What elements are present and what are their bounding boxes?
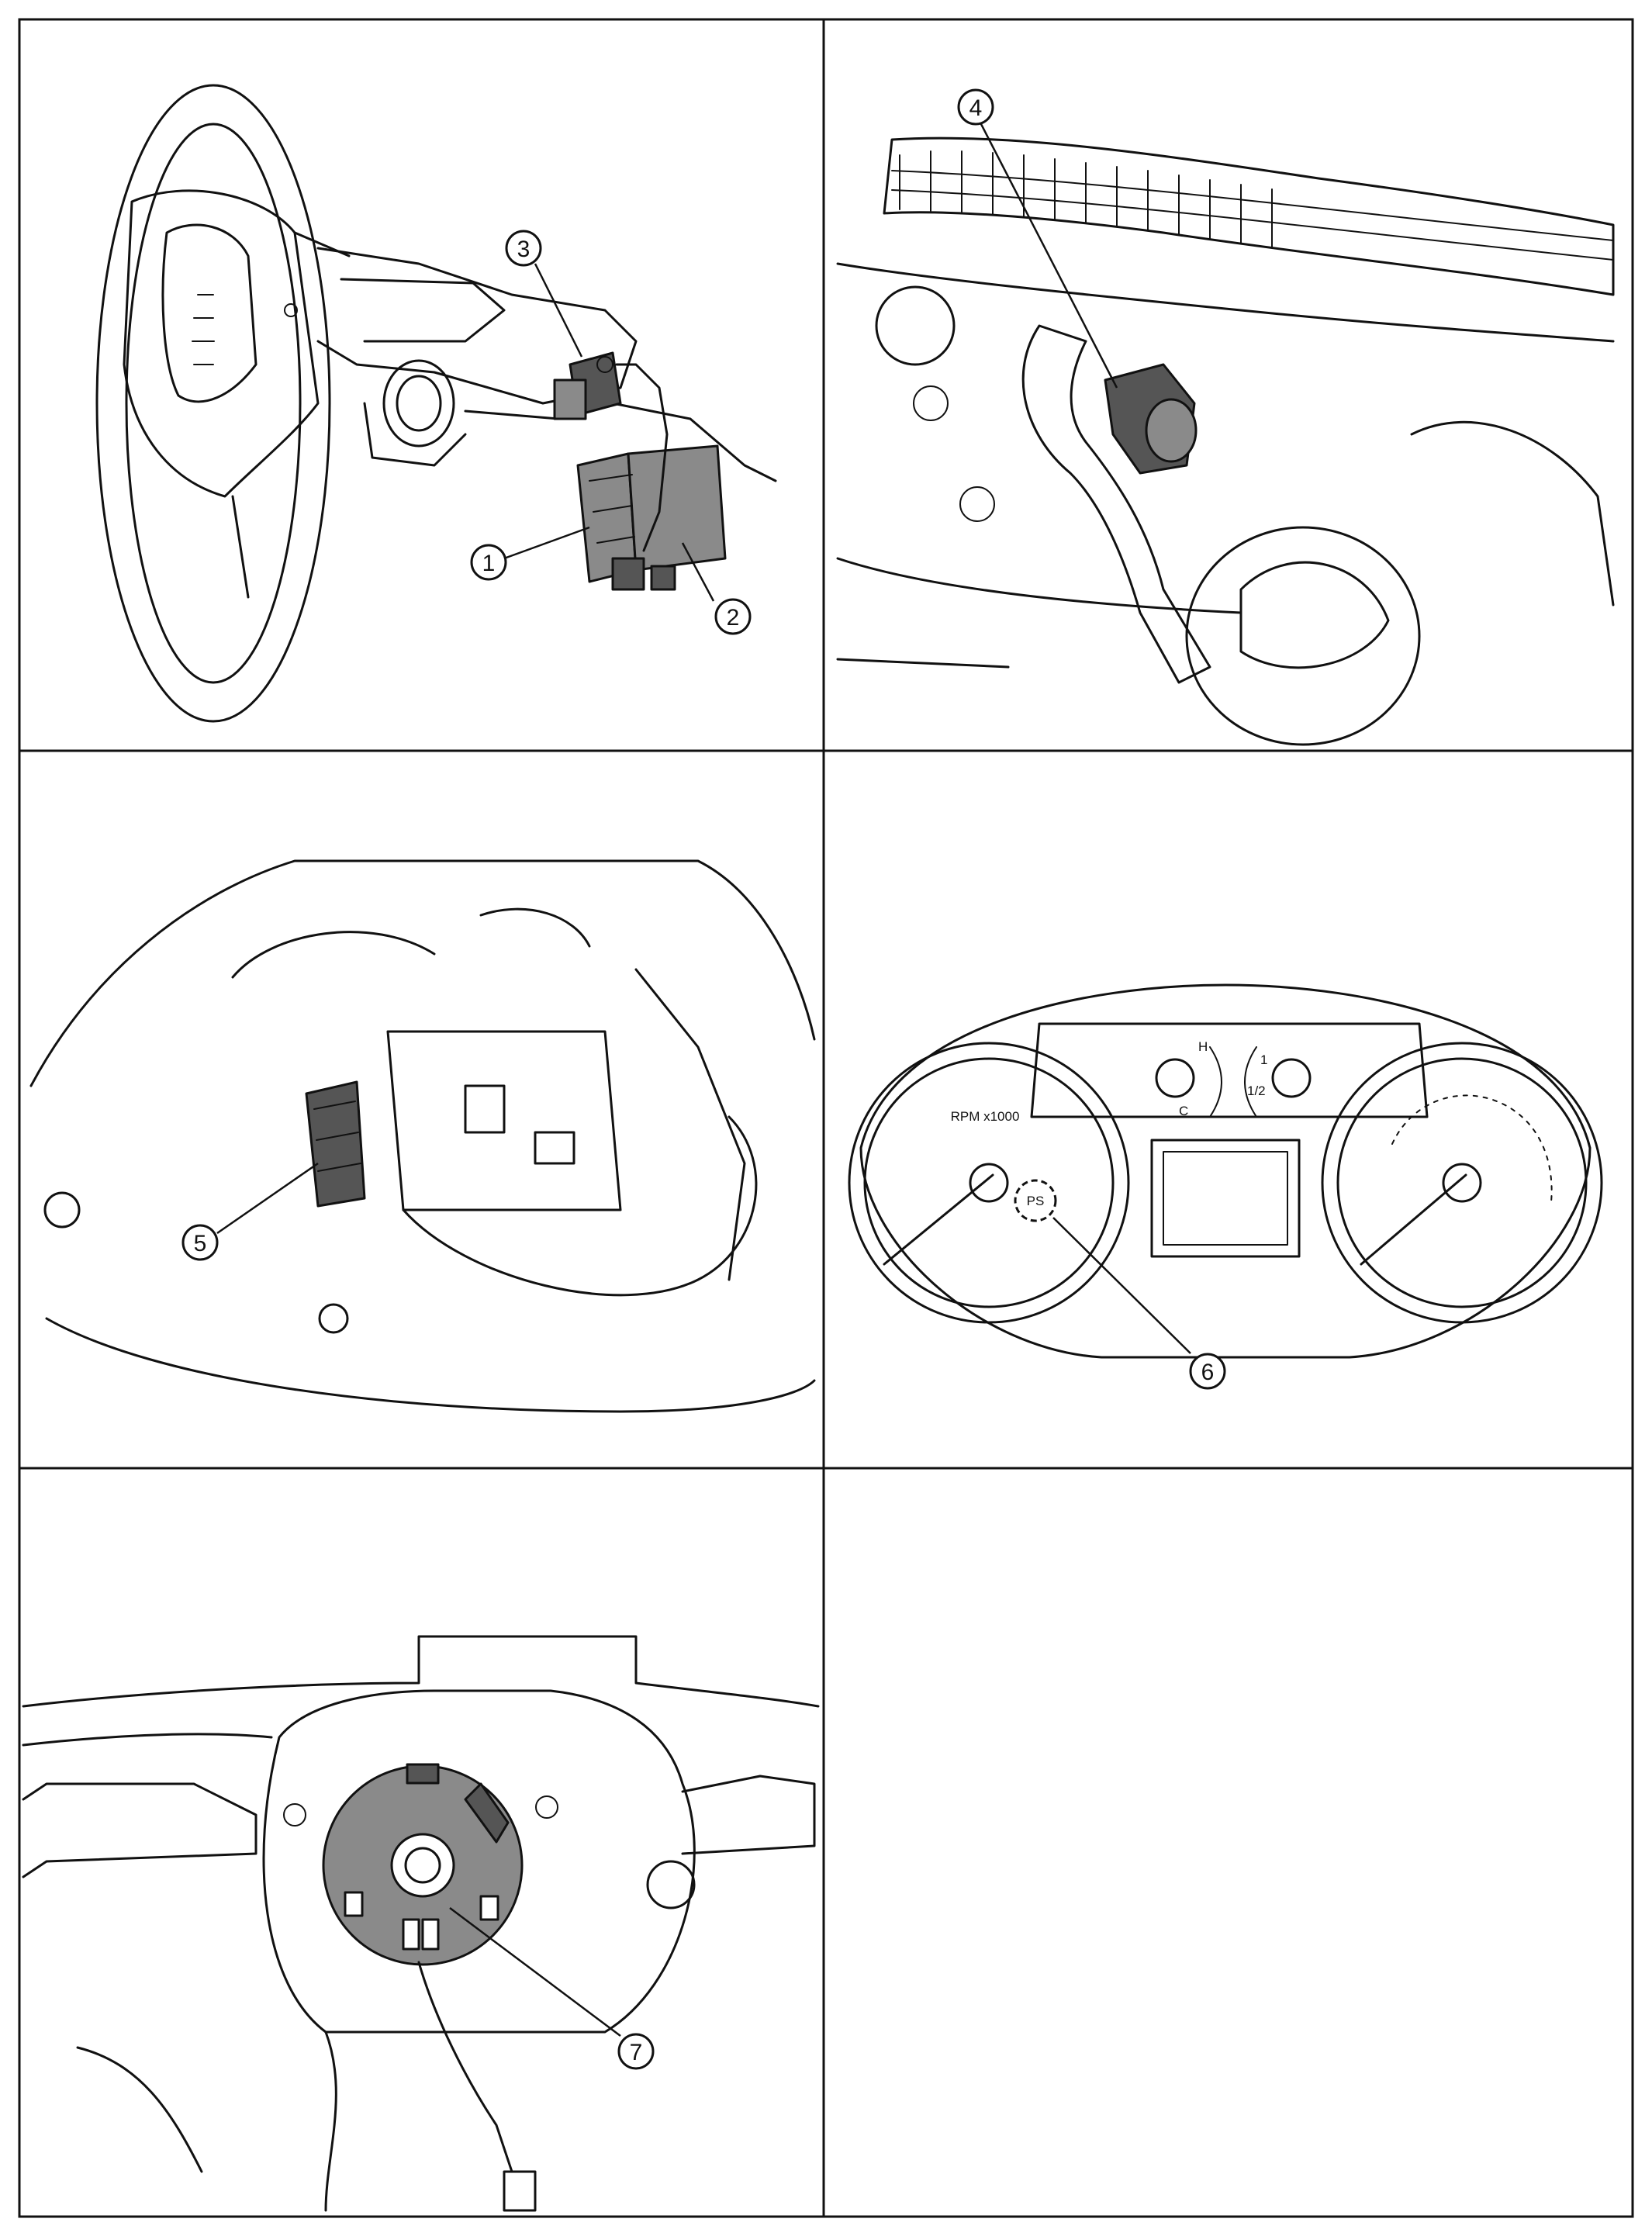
callout-4: 4: [957, 88, 1118, 389]
callout-1: 1: [470, 526, 590, 581]
callout-6: 6: [1052, 1217, 1226, 1390]
callout-7: 7: [449, 1907, 655, 2070]
cowl-grille: [883, 137, 1615, 296]
tachometer: RPM x1000 PS: [848, 1042, 1130, 1324]
panel-combination-meter: RPM x1000 PS H C 1 1/2: [848, 983, 1603, 1390]
panel-steering-column: 1 2 3: [95, 84, 777, 723]
callout-label: 2: [727, 605, 740, 631]
callout-label: 4: [969, 95, 983, 121]
module-5: [305, 1080, 366, 1208]
rpm-label: RPM x1000: [951, 1109, 1020, 1124]
control-unit: [576, 444, 727, 591]
callout-label: 5: [194, 1231, 207, 1256]
panel-cowl-area: 4: [836, 88, 1615, 746]
ps-warning-label: PS: [1027, 1194, 1045, 1208]
center-display: [1150, 1139, 1301, 1258]
fuel-gauge: 1 1/2: [1244, 1046, 1312, 1118]
callout-label: 6: [1201, 1360, 1215, 1385]
steering-angle-sensor: [553, 351, 669, 552]
temp-cold-label: C: [1179, 1104, 1188, 1118]
dashboard-surround: [22, 1635, 820, 2212]
temp-high-label: H: [1198, 1039, 1208, 1054]
callout-label: 1: [482, 551, 496, 576]
speedometer: [1321, 1042, 1603, 1324]
panel-grid: [18, 18, 1634, 2218]
temp-gauge: H C: [1155, 1039, 1222, 1118]
meter-housing: [859, 983, 1592, 1359]
fuel-full-label: 1: [1260, 1052, 1267, 1067]
spiral-cable-unit: [322, 1763, 537, 2212]
engine-bay-parts: [836, 262, 1615, 746]
panel-engine-compartment: 5: [29, 859, 816, 1413]
engine-bay: [29, 859, 816, 1413]
callout-2: 2: [681, 542, 752, 635]
callout-5: 5: [181, 1162, 319, 1261]
callout-label: 3: [517, 237, 531, 262]
fuel-half-label: 1/2: [1247, 1083, 1266, 1098]
callout-3: 3: [505, 230, 583, 358]
steering-wheel: [95, 84, 351, 723]
panel-spiral-cable: 7: [22, 1635, 820, 2212]
steering-column-body: [284, 247, 777, 482]
callout-label: 7: [630, 2040, 643, 2065]
sensor-4: [1104, 363, 1198, 475]
